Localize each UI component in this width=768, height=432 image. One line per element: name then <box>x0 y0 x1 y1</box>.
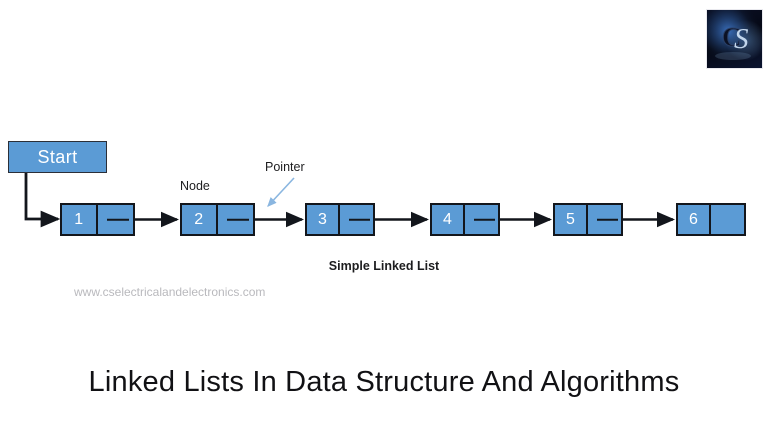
page-title: Linked Lists In Data Structure And Algor… <box>88 366 680 398</box>
linked-list-node-1: 1 <box>60 203 135 236</box>
site-watermark: www.cselectricalandelectronics.com <box>74 285 266 299</box>
linked-list-node-2: 2 <box>180 203 255 236</box>
svg-text:S: S <box>734 23 749 55</box>
node-data-cell: 6 <box>678 205 711 234</box>
node-data-cell: 1 <box>62 205 98 234</box>
node-pointer-cell <box>217 205 253 234</box>
node-pointer-cell <box>588 205 621 234</box>
linked-list-node-5: 5 <box>553 203 623 236</box>
node-pointer-cell <box>465 205 498 234</box>
node-pointer-cell <box>97 205 133 234</box>
logo-artwork: C S <box>707 10 760 66</box>
node-pointer-cell <box>340 205 373 234</box>
node-data-cell: 2 <box>182 205 218 234</box>
node-data-cell: 5 <box>555 205 588 234</box>
pointer-annotation-label: Pointer <box>265 160 305 174</box>
linked-list-node-4: 4 <box>430 203 500 236</box>
connector-start-to-node-1 <box>24 173 61 228</box>
cs-electrical-and-electronics-logo[interactable]: C S <box>706 9 763 69</box>
start-box: Start <box>8 141 107 173</box>
node-pointer-cell <box>711 205 744 234</box>
start-label: Start <box>37 146 78 167</box>
linked-list-node-6: 6 <box>676 203 746 236</box>
node-annotation-label: Node <box>180 179 210 193</box>
diagram-caption: Simple Linked List <box>328 259 440 273</box>
node-data-cell: 4 <box>432 205 465 234</box>
linked-list-node-3: 3 <box>305 203 375 236</box>
svg-text:C: C <box>722 22 742 52</box>
node-data-cell: 3 <box>307 205 340 234</box>
pointer-callout-arrow <box>267 177 295 207</box>
